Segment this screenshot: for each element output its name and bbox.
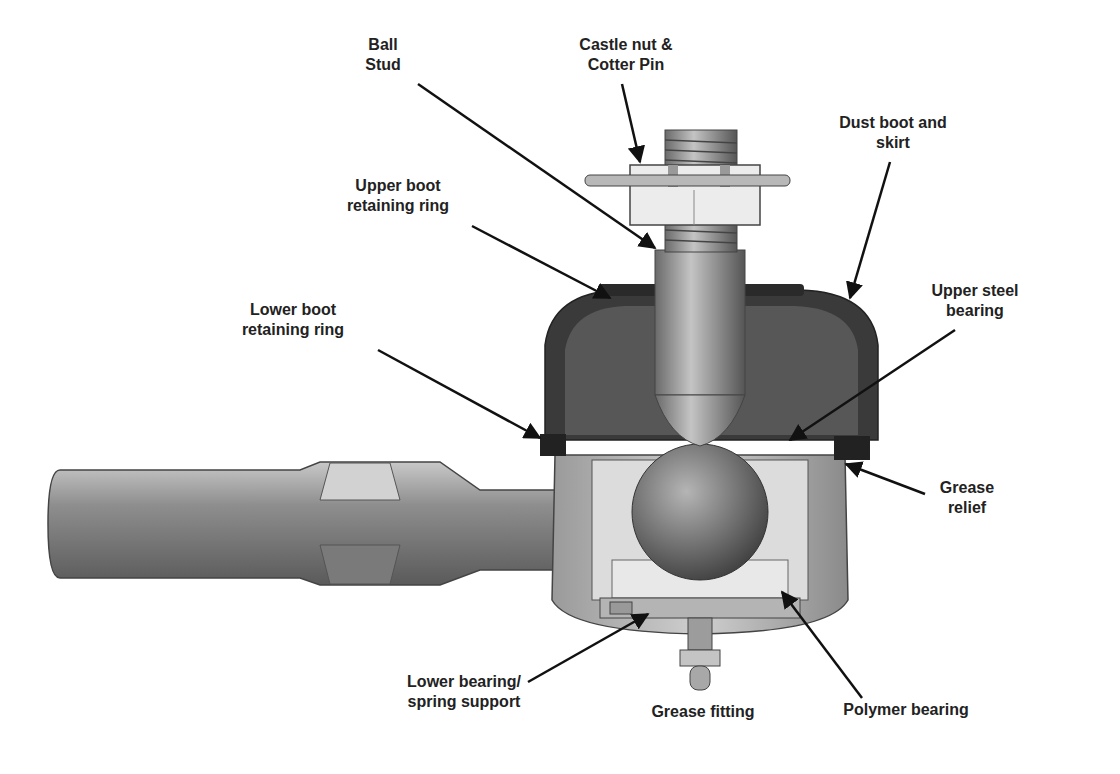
part-label: Polymer bearing xyxy=(821,700,991,720)
part-label: Castle nut & Cotter Pin xyxy=(567,35,685,75)
part-label: Grease fitting xyxy=(618,702,788,722)
part-label: Ball Stud xyxy=(355,35,411,75)
part-label: Upper boot retaining ring xyxy=(333,176,463,216)
part-label: Lower bearing/ spring support xyxy=(394,672,534,712)
part-label: Grease relief xyxy=(929,478,1005,518)
part-label: Upper steel bearing xyxy=(923,281,1027,321)
part-label: Dust boot and skirt xyxy=(828,113,958,153)
part-label: Lower boot retaining ring xyxy=(228,300,358,340)
